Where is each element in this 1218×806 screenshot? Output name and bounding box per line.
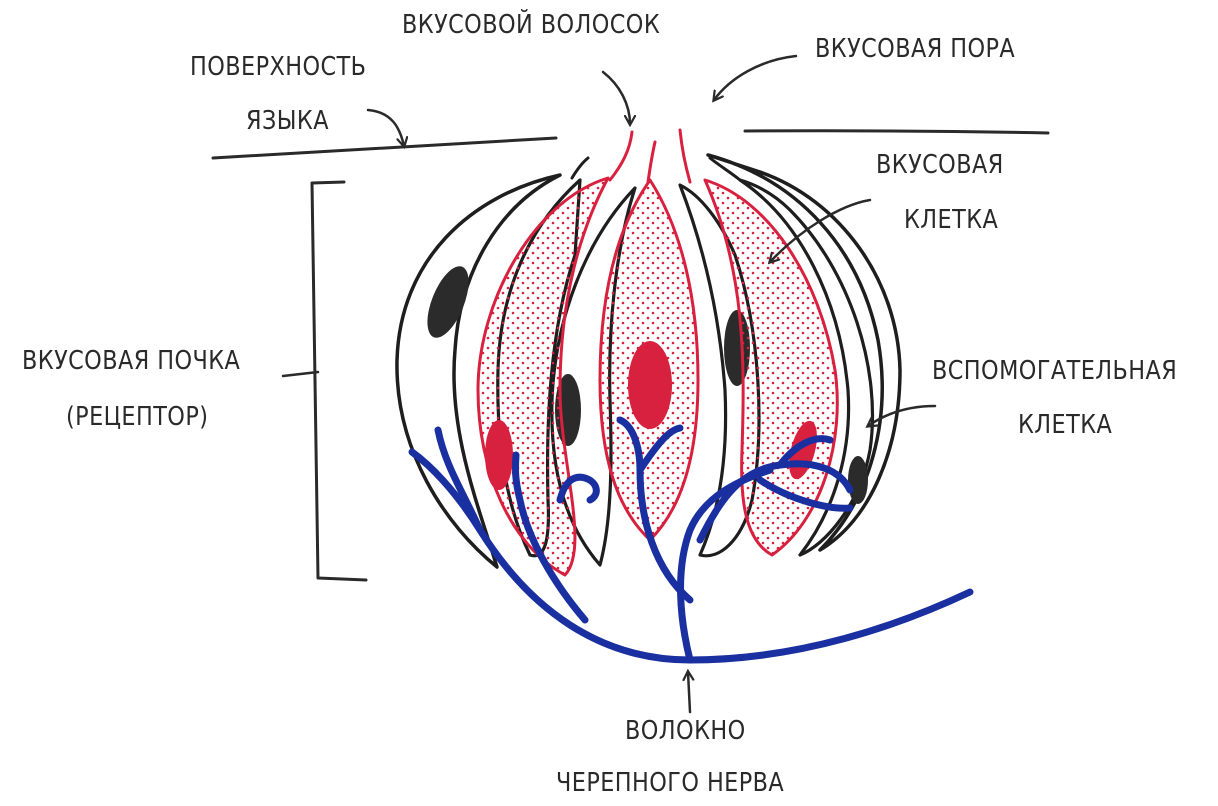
label-tongue-surface-line2: ЯЗЫКА [246,106,329,137]
label-taste-cell-line1: ВКУСОВАЯ [876,150,1004,181]
taste-hair-arrow [603,72,630,124]
taste-pore-arrow [714,56,796,100]
support-hair [572,158,588,178]
label-tongue-surface-line1: ПОВЕРХНОСТЬ [190,52,366,83]
label-nerve-fiber-line2: ЧЕРЕПНОГО НЕРВА [556,768,784,799]
label-nerve-fiber-line1: ВОЛОКНО [625,716,746,747]
label-support-cell-line2: КЛЕТКА [1018,410,1112,441]
taste-hair [680,130,690,182]
taste-nucleus [485,420,513,490]
support-nucleus [848,456,868,504]
taste-bud-bracket [312,182,366,580]
taste-bud-bracket-tick [283,372,318,376]
taste-hair [648,142,655,182]
tongue-surface-arrow [368,110,404,146]
nerve-fiber-arrow [688,672,690,712]
tongue-surface-left [213,138,556,158]
support-cell-arrow [868,406,935,426]
label-taste-hair: ВКУСОВОЙ ВОЛОСОК [402,10,660,41]
support-nucleus [419,261,477,343]
label-taste-pore: ВКУСОВАЯ ПОРА [815,34,1015,65]
tongue-surface-right [745,131,1048,133]
label-taste-bud-line2: (РЕЦЕПТОР) [66,402,208,433]
taste-cell-left [478,178,608,575]
label-taste-bud-line1: ВКУСОВАЯ ПОЧКА [22,346,240,377]
label-taste-cell-line2: КЛЕТКА [904,205,998,236]
taste-hair [610,132,632,180]
label-support-cell-line1: ВСПОМОГАТЕЛЬНАЯ [932,356,1177,387]
taste-nucleus [628,341,672,429]
